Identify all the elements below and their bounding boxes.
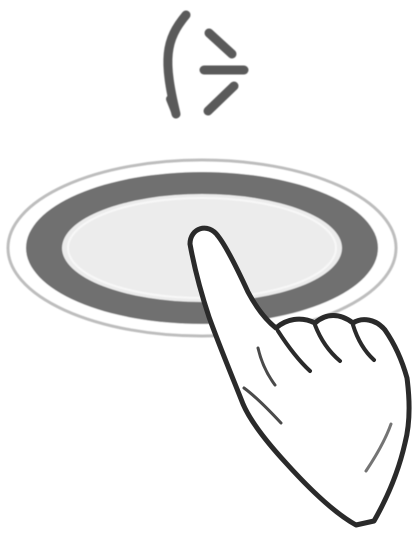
- enter-return-icon: [168, 15, 244, 114]
